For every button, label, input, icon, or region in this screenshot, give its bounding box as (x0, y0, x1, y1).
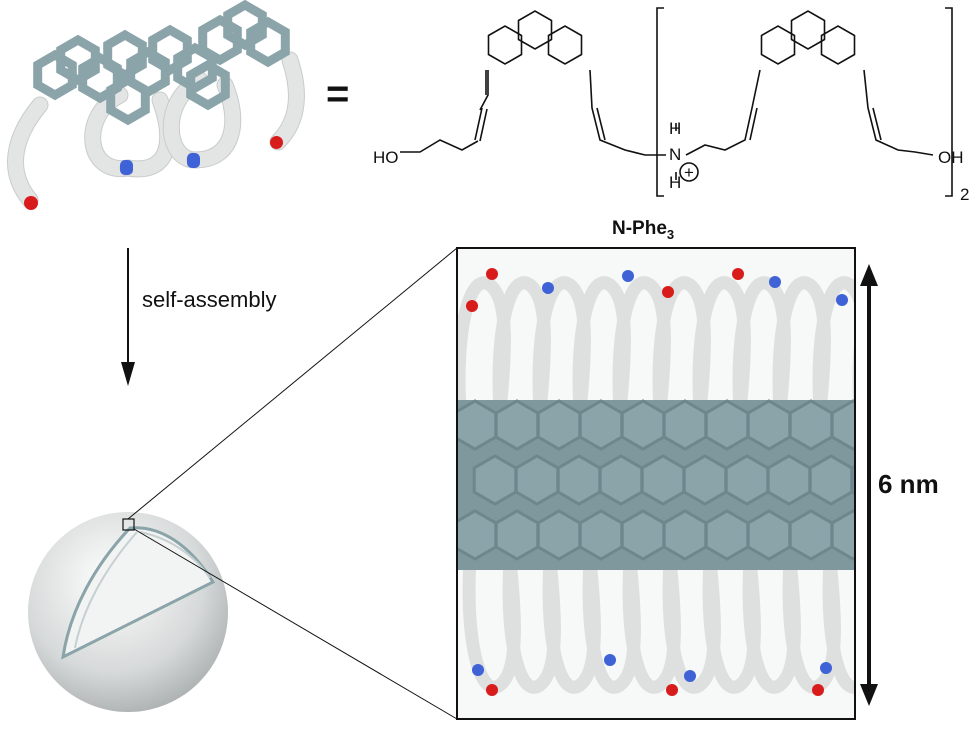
stacked-ring (536, 509, 582, 561)
phenanthrene-ring-3d (56, 34, 100, 86)
stacked-ring (704, 399, 750, 451)
phenanthrene-ring-3d (246, 16, 290, 68)
stacked-ring (746, 509, 792, 561)
linker-loop (852, 335, 855, 415)
phenanthrene-ring-3d (106, 74, 150, 126)
oxygen-atom (812, 684, 824, 696)
stacked-ring (724, 454, 770, 506)
oxygen-atom (662, 286, 674, 298)
stacked-ring (457, 399, 498, 451)
stacked-ring (578, 399, 624, 451)
process-step-label: self-assembly (142, 287, 277, 312)
aromatic-ring (790, 10, 826, 50)
aromatic-rings (487, 10, 856, 65)
nitrogen-atom (472, 664, 484, 676)
stacked-ring (808, 454, 854, 506)
formula-labels: HO OH H N H + 2 (373, 119, 969, 204)
assembly-arrow (121, 248, 135, 386)
aromatic-ring (760, 25, 796, 65)
phenanthrene-rings (33, 0, 290, 126)
oxygen-atom (466, 300, 478, 312)
phenanthrene-ring-3d (33, 49, 77, 101)
nitrogen-atom (604, 654, 616, 666)
stacked-ring (766, 454, 812, 506)
stacked-ring (830, 509, 855, 561)
ammonium-h-top-label: H (669, 119, 681, 138)
hydroxyl-left-label: HO (373, 148, 399, 167)
phenanthrene-ring-3d (148, 24, 192, 76)
nitrogen-atom (622, 270, 634, 282)
aromatic-ring (517, 10, 553, 50)
aromatic-ring (820, 25, 856, 65)
stacked-ring (457, 509, 498, 561)
nitrogen-atom (542, 282, 554, 294)
linker-loop (822, 553, 855, 694)
oxygen-atom (732, 268, 744, 280)
bilayer-zoom-panel (456, 247, 914, 720)
phenanthrene-ring-3d (186, 59, 230, 111)
oxygen-atom-right (270, 136, 283, 149)
stacked-ring (514, 454, 560, 506)
bilayer-terminal-atoms (466, 268, 848, 696)
stacked-ring (704, 509, 750, 561)
stacked-ring (662, 399, 708, 451)
phenanthrene-ring-3d (198, 14, 242, 66)
linker-loop (869, 560, 914, 687)
hydroxyl-right-label: OH (938, 148, 964, 167)
thickness-label: 6 nm (878, 469, 939, 499)
ammonium-n-label: N (669, 145, 681, 164)
equals-sign: = (326, 72, 350, 116)
stacked-ring (682, 454, 728, 506)
stacked-ring (494, 399, 540, 451)
oxygen-atom-left (24, 196, 38, 210)
nitrogen-atom (820, 662, 832, 674)
ammonium-h-bottom-label: H (669, 173, 681, 192)
nitrogen-atom-2 (187, 153, 200, 168)
stacked-ring (556, 454, 602, 506)
nitrogen-atom (684, 670, 696, 682)
stacked-ring (598, 454, 644, 506)
oxygen-atom (486, 684, 498, 696)
vesicle-sphere (28, 247, 458, 720)
compound-name-label: N-Phe3 (612, 218, 674, 242)
compound-name-subscript: 3 (666, 226, 675, 242)
bilayer-bottom-linkers (462, 553, 914, 694)
repeat-count-label: 2 (960, 185, 969, 204)
thickness-dimension-arrow (860, 264, 878, 706)
molecule-3d-model (7, 0, 305, 210)
positive-charge-label: + (684, 163, 694, 182)
structural-formula (400, 7, 953, 197)
oxygen-atom (486, 268, 498, 280)
nitrogen-atom (836, 294, 848, 306)
stacked-ring (620, 509, 666, 561)
stacked-ring (472, 454, 518, 506)
stacked-ring (788, 509, 834, 561)
phenanthrene-ring-3d (223, 0, 267, 51)
aromatic-ring (547, 25, 583, 65)
stacked-ring (788, 399, 834, 451)
nitrogen-atom-1 (120, 160, 133, 175)
stacked-ring (536, 399, 582, 451)
stacked-ring (494, 509, 540, 561)
compound-name-text: N-Phe (612, 218, 667, 239)
stacked-ring (578, 509, 624, 561)
stacked-ring (662, 509, 708, 561)
nitrogen-atom (769, 276, 781, 288)
stacked-ring (746, 399, 792, 451)
aromatic-ring (487, 25, 523, 65)
stacked-ring (640, 454, 686, 506)
bilayer-phenanthrene-stack (457, 399, 855, 561)
stacked-ring (620, 399, 666, 451)
terminal-atoms (24, 136, 283, 210)
stacked-ring (830, 399, 855, 451)
phenanthrene-ring-3d (103, 29, 147, 81)
linker-chains (7, 51, 305, 209)
oxygen-atom (666, 684, 678, 696)
linker-loop (812, 276, 855, 417)
